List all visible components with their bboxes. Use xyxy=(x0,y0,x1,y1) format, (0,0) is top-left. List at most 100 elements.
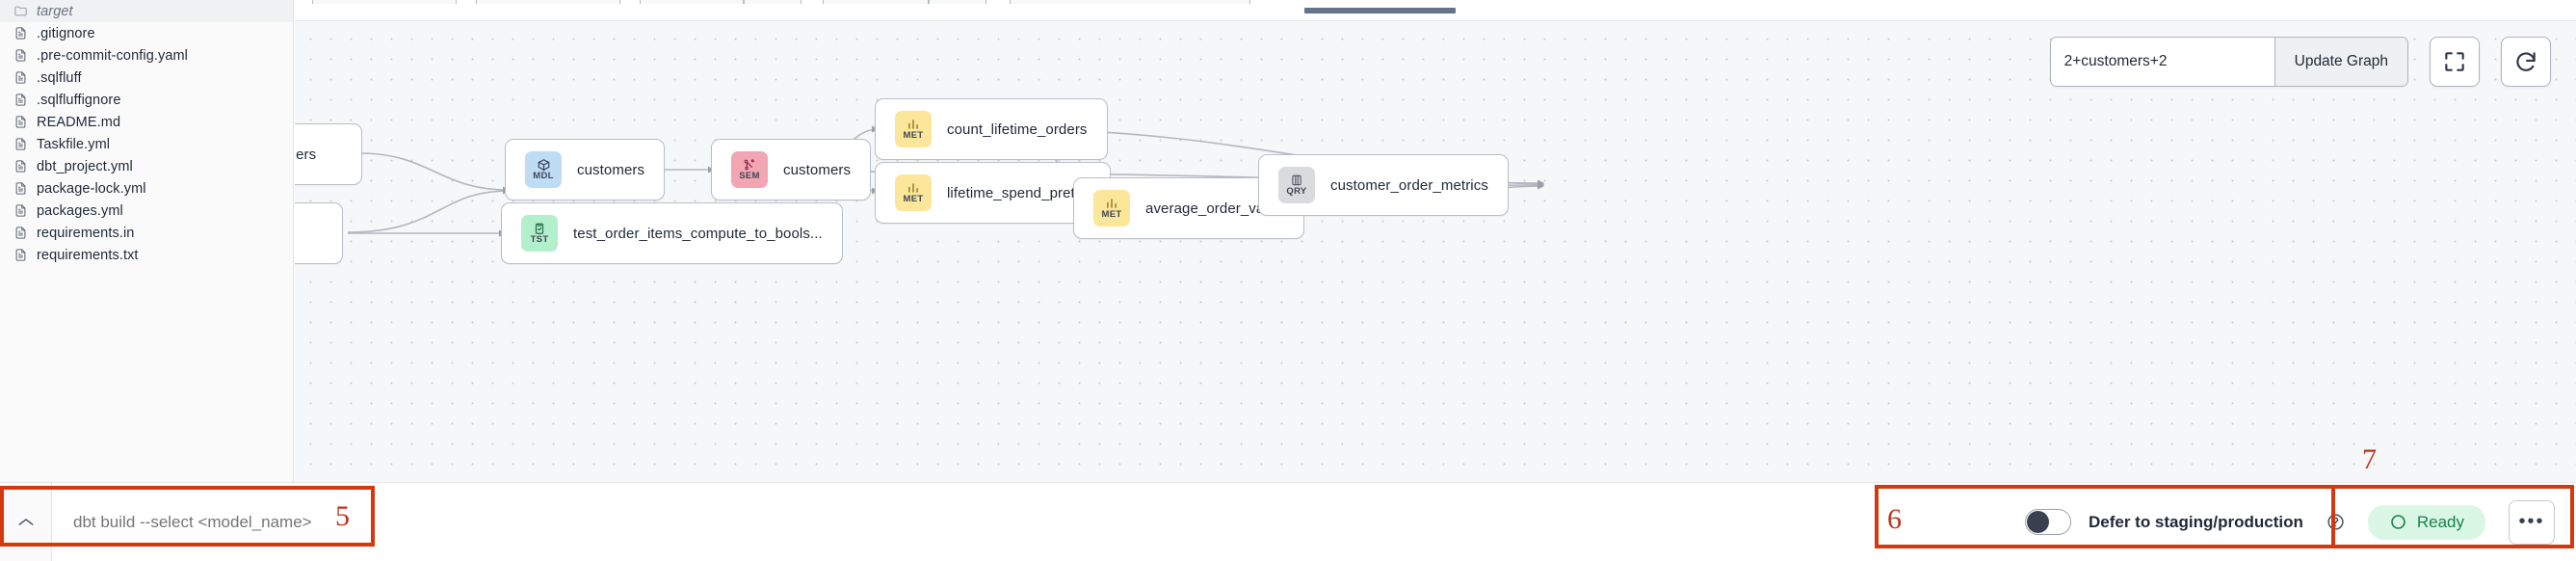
defer-toggle-group[interactable]: Defer to staging/production xyxy=(2024,509,2345,535)
question-circle-icon[interactable] xyxy=(2326,513,2345,531)
chevron-up-icon xyxy=(18,519,34,525)
tab-stub[interactable] xyxy=(312,0,457,4)
tab-stub[interactable] xyxy=(929,0,986,4)
update-graph-button[interactable]: Update Graph xyxy=(2274,38,2407,86)
file-list-item[interactable]: dbt_project.yml xyxy=(0,155,293,177)
tab-stub[interactable] xyxy=(744,0,802,4)
graph-node-label: count_lifetime_orders xyxy=(947,120,1088,138)
file-name: dbt_project.yml xyxy=(37,158,133,174)
graph-node-label: test_order_items_compute_to_bools... xyxy=(573,225,823,242)
graph-node-customers-model[interactable]: MDL customers xyxy=(505,139,666,200)
model-type-badge-tst: TST xyxy=(521,215,558,252)
file-list-item[interactable]: .pre-commit-config.yaml xyxy=(0,44,293,67)
graph-node-count-lifetime-orders[interactable]: MET count_lifetime_orders xyxy=(875,98,1108,160)
bar-chart-icon xyxy=(1107,199,1117,208)
file-list-item[interactable]: packages.yml xyxy=(0,200,293,222)
graph-node-orders[interactable]: orders xyxy=(295,202,343,264)
file-list-item[interactable]: requirements.in xyxy=(0,222,293,244)
graph-node-test-order-items[interactable]: TST test_order_items_compute_to_bools... xyxy=(501,202,843,264)
defer-toggle[interactable] xyxy=(2024,509,2071,535)
refresh-icon xyxy=(2516,52,2536,71)
file-name: requirements.txt xyxy=(37,247,139,263)
tab-stub[interactable] xyxy=(1010,0,1250,4)
file-icon xyxy=(15,49,26,62)
graph-node-label: customers xyxy=(577,161,645,178)
bar-chart-icon xyxy=(908,183,918,193)
query-icon xyxy=(1292,174,1301,186)
refresh-button[interactable] xyxy=(2501,37,2551,87)
command-input[interactable] xyxy=(52,512,784,532)
model-type-badge-sem: SEM xyxy=(731,151,768,188)
bar-chart-icon xyxy=(908,120,918,129)
graph-node-label: customers xyxy=(783,161,852,178)
badge-text: MET xyxy=(903,194,924,204)
badge-text: TST xyxy=(530,234,549,245)
file-icon xyxy=(15,71,26,84)
model-type-badge-met: MET xyxy=(895,111,932,147)
file-icon xyxy=(15,227,26,239)
file-list-item[interactable]: .sqlfluffignore xyxy=(0,89,293,111)
defer-toggle-label: Defer to staging/production xyxy=(2088,512,2303,531)
model-type-badge-qry: QRY xyxy=(1278,167,1315,203)
file-icon xyxy=(15,116,26,128)
file-name: packages.yml xyxy=(37,202,123,219)
file-list-item[interactable]: .sqlfluff xyxy=(0,67,293,89)
file-list-item[interactable]: requirements.txt xyxy=(0,244,293,266)
status-label: Ready xyxy=(2416,512,2464,531)
file-name: .gitignore xyxy=(37,25,95,41)
file-icon xyxy=(15,204,26,217)
badge-text: MET xyxy=(903,130,924,141)
file-name: .sqlfluff xyxy=(37,69,82,86)
file-name: requirements.in xyxy=(37,225,135,241)
badge-text: SEM xyxy=(739,171,760,181)
file-name: README.md xyxy=(37,114,121,130)
graph-node-lifetime-spend-pretax[interactable]: MET lifetime_spend_pretax xyxy=(875,162,1111,224)
graph-node-label: average_order_value xyxy=(1145,200,1284,217)
file-list-item[interactable]: target xyxy=(0,0,293,22)
file-list-item[interactable]: README.md xyxy=(0,111,293,133)
cube-icon xyxy=(538,159,549,172)
badge-text: MDL xyxy=(533,171,554,181)
graph-selector-group: Update Graph xyxy=(2049,37,2408,87)
semantic-node-icon xyxy=(744,159,754,171)
clipboard-check-icon xyxy=(535,223,544,234)
file-list-item[interactable]: .gitignore xyxy=(0,22,293,44)
active-tab-indicator xyxy=(1304,8,1456,13)
collapse-panel-button[interactable] xyxy=(0,482,52,561)
bottom-bar-right-group: Defer to staging/production Ready ••• xyxy=(2024,499,2576,545)
graph-toolbar: Update Graph xyxy=(2049,37,2551,87)
file-name: target xyxy=(37,3,73,19)
fullscreen-button[interactable] xyxy=(2430,37,2480,87)
file-icon xyxy=(15,160,26,173)
file-icon xyxy=(15,94,26,106)
file-list-item[interactable]: Taskfile.yml xyxy=(0,133,293,155)
graph-node-customers-semantic[interactable]: SEM customers xyxy=(711,139,872,200)
graph-selector-input[interactable] xyxy=(2050,38,2274,86)
file-icon xyxy=(15,138,26,150)
graph-node-customer-order-metrics[interactable]: QRY customer_order_metrics xyxy=(1258,154,1509,216)
tab-stub[interactable] xyxy=(476,0,620,4)
graph-node-label: customer_order_metrics xyxy=(1330,176,1488,194)
status-badge[interactable]: Ready xyxy=(2367,504,2485,540)
editor-tab-strip xyxy=(295,0,2576,21)
status-circle-icon xyxy=(2391,515,2405,529)
tab-stub[interactable] xyxy=(823,0,929,4)
more-options-button[interactable]: ••• xyxy=(2509,499,2555,545)
lineage-graph-canvas[interactable]: tg_customers orders MDL customers TST te… xyxy=(295,21,2576,482)
command-status-bar: Defer to staging/production Ready ••• xyxy=(0,482,2576,561)
badge-text: QRY xyxy=(1286,186,1307,197)
graph-node-label: lifetime_spend_pretax xyxy=(947,184,1091,201)
badge-text: MET xyxy=(1101,209,1122,220)
model-type-badge-met: MET xyxy=(895,174,932,211)
file-icon xyxy=(15,249,26,261)
file-list-item[interactable]: package-lock.yml xyxy=(0,177,293,200)
folder-icon xyxy=(14,6,27,16)
file-icon xyxy=(15,182,26,195)
file-name: .sqlfluffignore xyxy=(37,92,121,108)
toggle-knob xyxy=(2026,511,2049,533)
fullscreen-icon xyxy=(2445,52,2464,71)
graph-node-stg-customers[interactable]: tg_customers xyxy=(295,123,362,185)
tab-stub[interactable] xyxy=(640,0,744,4)
model-type-badge-mdl: MDL xyxy=(525,151,562,188)
